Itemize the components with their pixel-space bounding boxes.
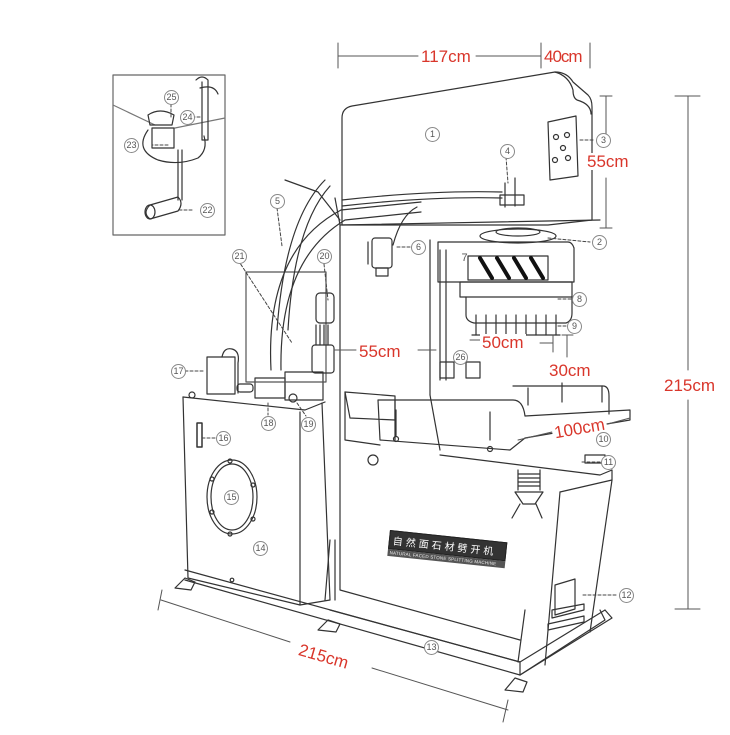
callout-14: 14 <box>253 541 268 556</box>
dimension-top-width-main: 117cm <box>419 47 473 66</box>
callout-6: 6 <box>411 240 426 255</box>
callout-15: 15 <box>224 490 239 505</box>
leader-lines <box>151 103 619 596</box>
callout-5: 5 <box>270 194 285 209</box>
dimension-column-depth: 55cm <box>357 342 403 361</box>
callout-22: 22 <box>200 203 215 218</box>
hydraulic-tank <box>182 396 331 606</box>
dimension-blade-gap: 30cm <box>547 361 593 380</box>
callout-2: 2 <box>592 235 607 250</box>
lower-stand <box>324 479 613 666</box>
callout-23: 23 <box>124 138 139 153</box>
callout-20: 20 <box>317 249 332 264</box>
callout-16: 16 <box>216 431 231 446</box>
lubricator <box>367 206 418 277</box>
callout-11: 11 <box>601 455 616 470</box>
callout-24: 24 <box>180 110 195 125</box>
callout-17: 17 <box>171 364 186 379</box>
dimension-lines <box>157 42 701 723</box>
callout-7: 7 <box>461 252 468 264</box>
callout-13: 13 <box>424 640 439 655</box>
work-table <box>344 382 631 519</box>
callout-25: 25 <box>164 90 179 105</box>
callout-9: 9 <box>567 319 582 334</box>
callout-10: 10 <box>596 432 611 447</box>
dimension-top-width-side: 40cm <box>542 47 584 66</box>
callout-3: 3 <box>596 133 611 148</box>
machine-head <box>341 71 593 244</box>
base-frame <box>174 569 613 693</box>
callout-8: 8 <box>572 292 587 307</box>
dimension-head-height: 55cm <box>585 152 631 171</box>
dimension-total-height: 215cm <box>662 376 718 395</box>
tank-components <box>188 179 422 403</box>
callout-1: 1 <box>425 127 440 142</box>
callout-18: 18 <box>261 416 276 431</box>
inset-detail <box>112 74 226 236</box>
main-column <box>284 179 601 641</box>
callout-19: 19 <box>301 417 316 432</box>
dimension-blade-width: 50cm <box>480 333 526 352</box>
callout-21: 21 <box>232 249 247 264</box>
callout-26: 26 <box>453 350 468 365</box>
callout-12: 12 <box>619 588 634 603</box>
callout-4: 4 <box>500 144 515 159</box>
